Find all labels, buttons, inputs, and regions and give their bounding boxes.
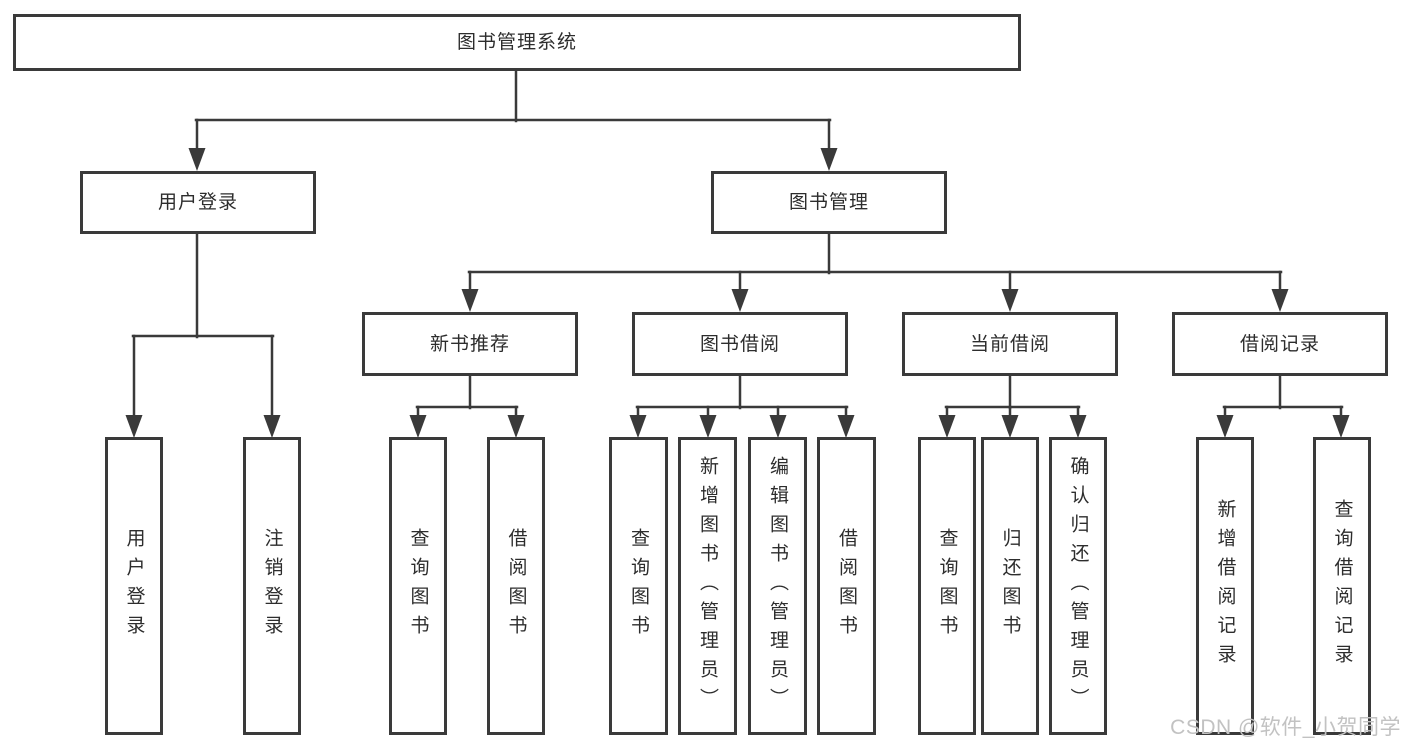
- leaf-current-query-books: 查询图书: [918, 437, 976, 735]
- node-user-login: 用户登录: [80, 171, 316, 234]
- node-current-borrowing: 当前借阅: [902, 312, 1118, 376]
- node-library-system: 图书管理系统: [13, 14, 1021, 71]
- node-book-management: 图书管理: [711, 171, 947, 234]
- leaf-newbooks-borrow-books: 借阅图书: [487, 437, 545, 735]
- csdn-watermark: CSDN @软件_小贺同学: [1170, 716, 1401, 739]
- leaf-borrowing-add-books-admin: 新增图书（管理员）: [678, 437, 737, 735]
- leaf-current-confirm-return-admin: 确认归还（管理员）: [1049, 437, 1107, 735]
- node-borrow-records: 借阅记录: [1172, 312, 1388, 376]
- leaf-records-add-record: 新增借阅记录: [1196, 437, 1254, 735]
- leaf-records-query-record: 查询借阅记录: [1313, 437, 1371, 735]
- leaf-borrowing-query-books: 查询图书: [609, 437, 668, 735]
- node-book-borrowing: 图书借阅: [632, 312, 848, 376]
- leaf-logout: 注销登录: [243, 437, 301, 735]
- leaf-borrowing-borrow-books: 借阅图书: [817, 437, 876, 735]
- leaf-newbooks-query-books: 查询图书: [389, 437, 447, 735]
- leaf-user-login: 用户登录: [105, 437, 163, 735]
- node-new-book-recommend: 新书推荐: [362, 312, 578, 376]
- leaf-borrowing-edit-books-admin: 编辑图书（管理员）: [748, 437, 807, 735]
- leaf-current-return-books: 归还图书: [981, 437, 1039, 735]
- arrowheads: [125, 148, 1350, 438]
